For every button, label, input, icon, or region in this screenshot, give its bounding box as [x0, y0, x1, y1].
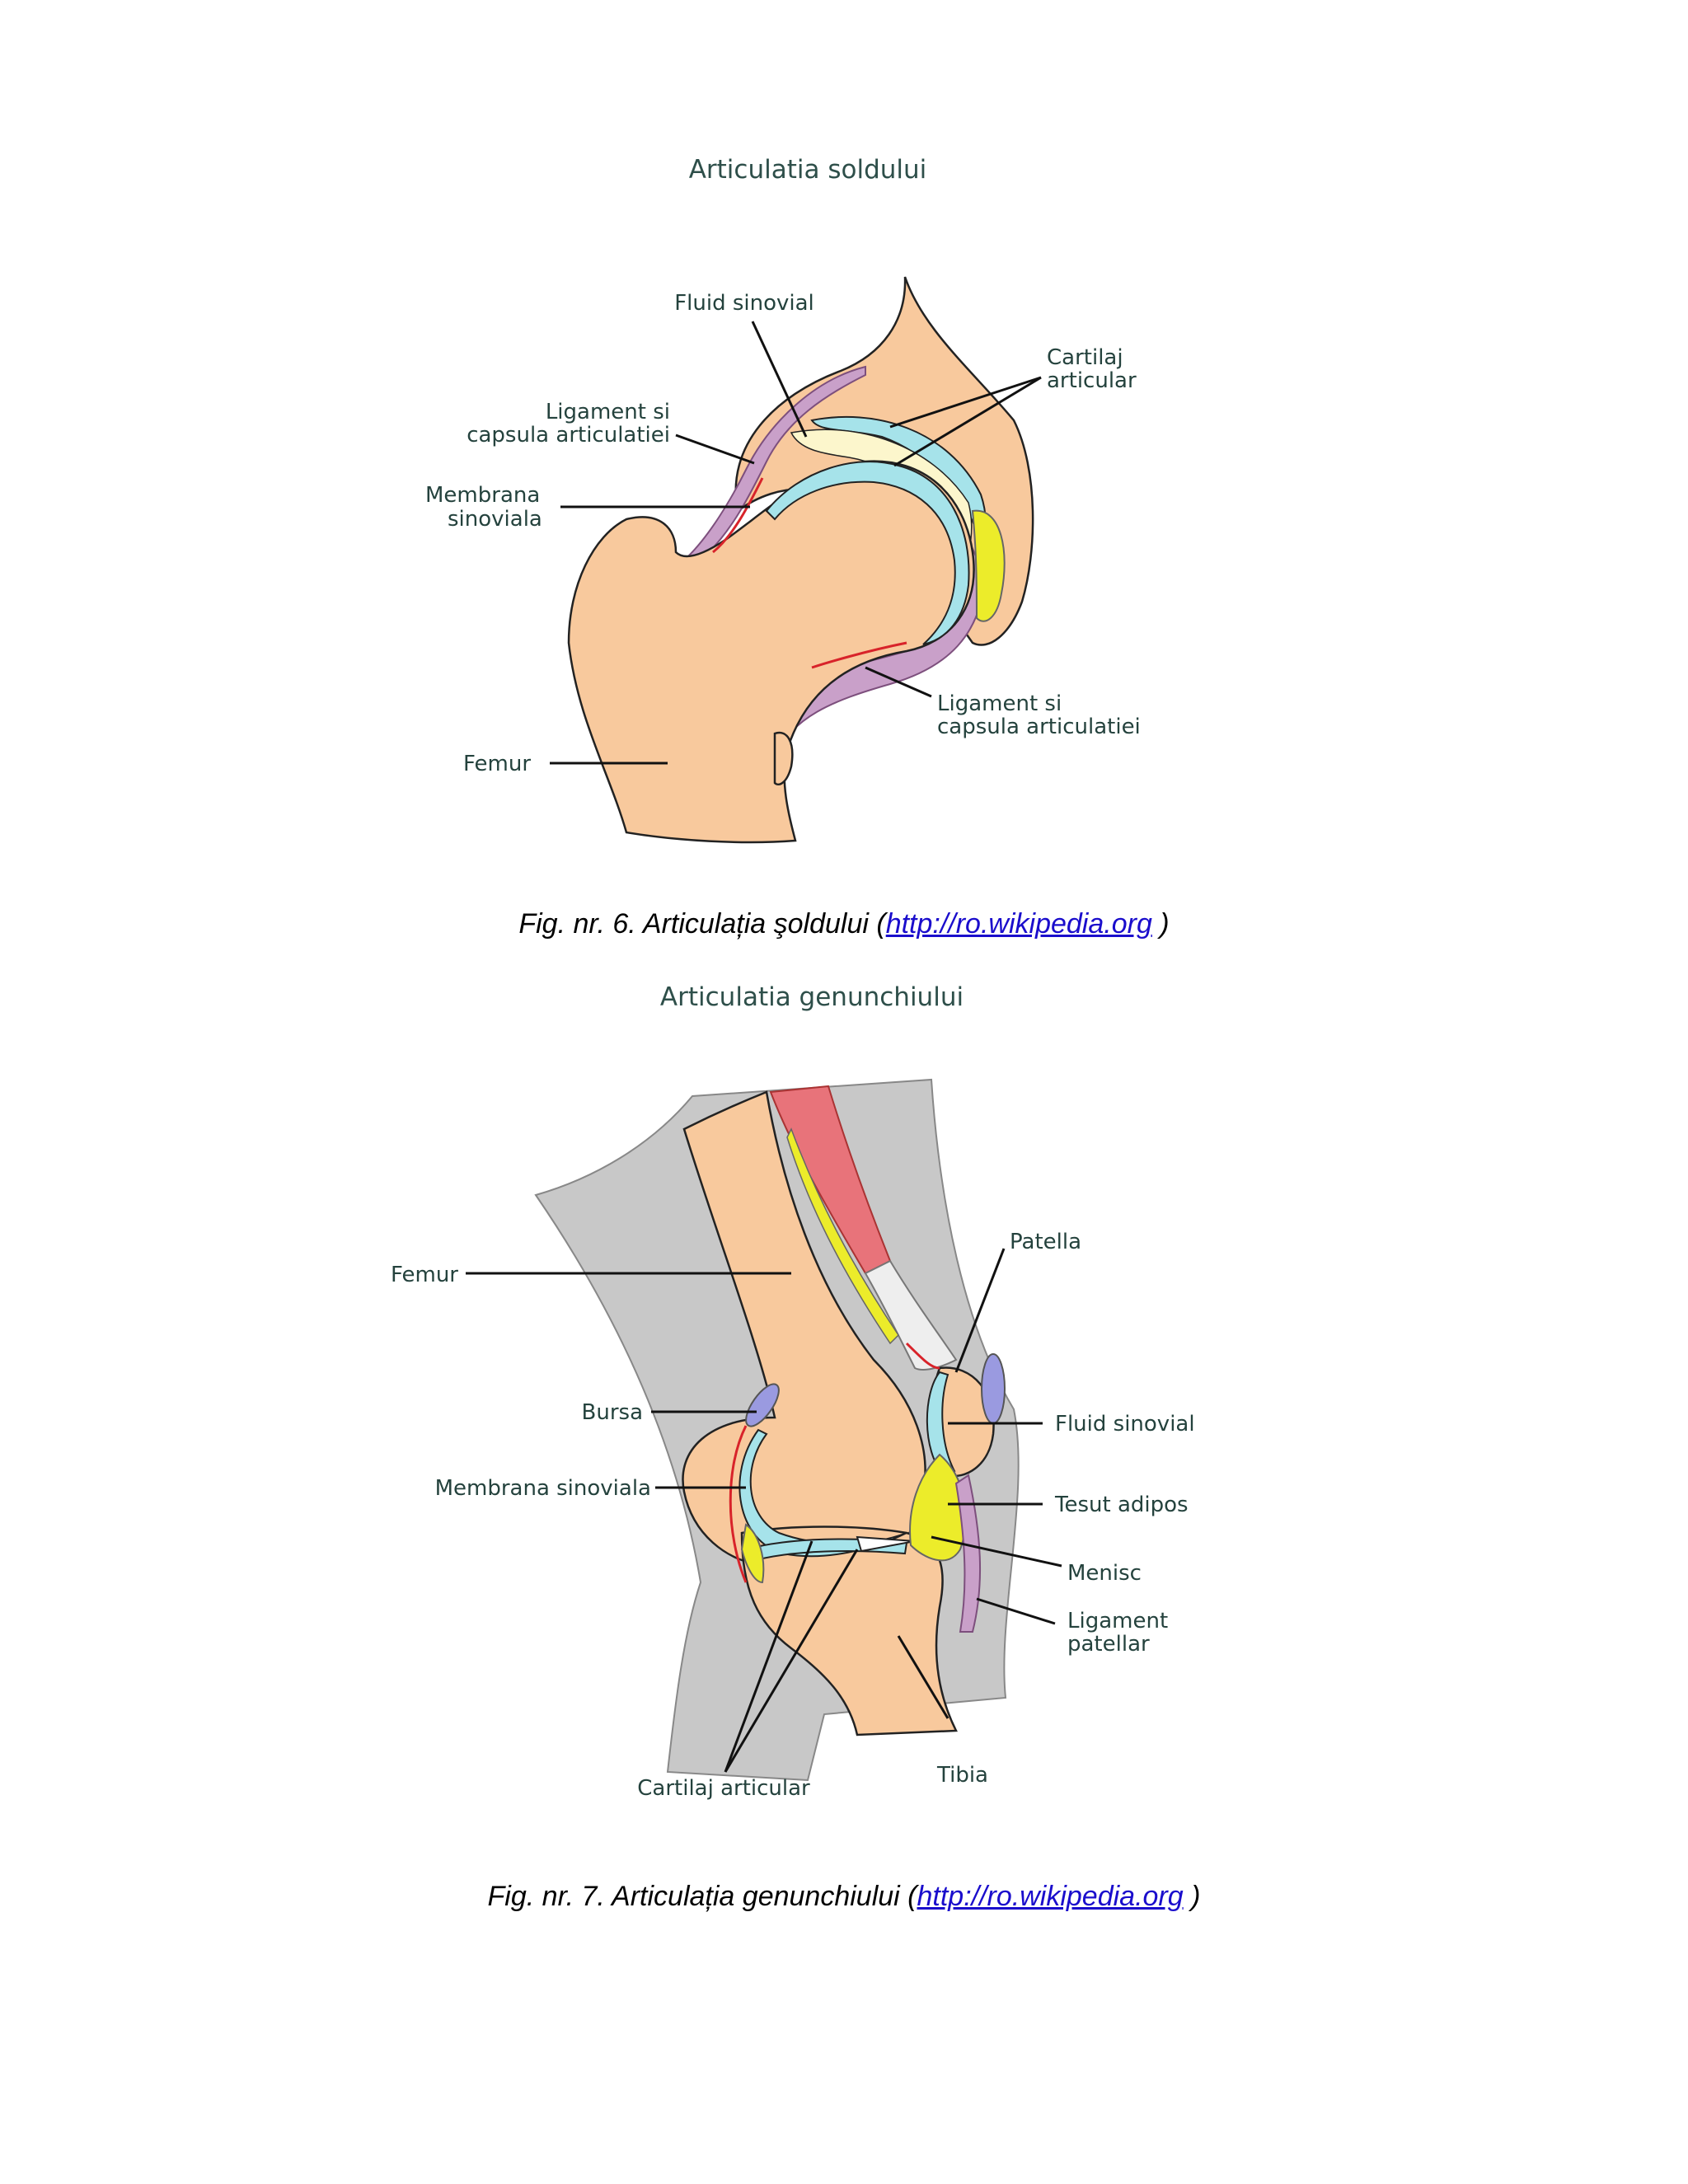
hip-label-membrane-1: Membrana: [425, 483, 540, 508]
knee-posterior-bursa: [745, 1383, 780, 1427]
figure-7-link[interactable]: http://ro.wikipedia.org: [917, 1881, 1184, 1912]
knee-posterior-fat-pad: [740, 1523, 765, 1584]
knee-label-bursa: Bursa: [582, 1400, 643, 1425]
hip-label-ligament-top-1: Ligament si: [546, 400, 670, 424]
knee-leader-ligament: [976, 1597, 1056, 1625]
knee-figure: Articulatia genunchiului: [0, 956, 1688, 1830]
knee-label-tibia: Tibia: [936, 1763, 988, 1788]
knee-leader-cartilage-1: [724, 1540, 814, 1773]
knee-label-membrane: Membrana sinoviala: [435, 1476, 651, 1501]
knee-label-femur: Femur: [391, 1263, 458, 1287]
hip-label-ligament-bottom-2: capsula articulatiei: [937, 715, 1141, 739]
hip-leader-fluid: [751, 321, 808, 438]
knee-label-meniscus: Menisc: [1067, 1561, 1142, 1586]
knee-tibia: [740, 1526, 958, 1736]
hip-label-femur: Femur: [463, 752, 531, 776]
hip-lesser-trochanter: [773, 731, 794, 786]
hip-label-cartilage-1: Cartilaj: [1047, 345, 1123, 370]
hip-label-ligament-top-2: capsula articulatiei: [467, 423, 670, 448]
knee-leader-meniscus: [931, 1535, 1062, 1568]
knee-label-patella: Patella: [1010, 1230, 1081, 1254]
hip-diagram: Articulatia soldului Fluid sinovial Cart…: [425, 155, 1141, 844]
hip-label-membrane-2: sinoviala: [448, 507, 542, 532]
hip-label-ligament-bottom-1: Ligament si: [937, 691, 1062, 716]
figure-7-caption: Fig. nr. 7. Articulația genunchiului (ht…: [0, 1881, 1688, 1913]
knee-femoral-cartilage: [738, 1428, 907, 1558]
knee-leader-tibia: [897, 1635, 950, 1719]
hip-diagram-title: Articulatia soldului: [689, 155, 927, 185]
knee-meniscus: [856, 1535, 916, 1553]
figure-6-link[interactable]: http://ro.wikipedia.org: [885, 908, 1152, 940]
figure-6-caption-end: ): [1151, 908, 1170, 940]
knee-leader-cartilage-2: [724, 1549, 859, 1773]
knee-label-fat: Tesut adipos: [1054, 1493, 1189, 1517]
figure-7-caption-text: Fig. nr. 7. Articulația genunchiului (: [487, 1881, 917, 1912]
knee-label-ligament-1: Ligament: [1067, 1609, 1168, 1633]
hip-fat-pad: [971, 509, 1006, 622]
knee-label-ligament-2: patellar: [1067, 1632, 1150, 1657]
knee-label-cartilage: Cartilaj articular: [637, 1776, 810, 1801]
knee-leader-patella: [954, 1248, 1006, 1373]
knee-synovial-membrane: [729, 1342, 940, 1583]
knee-label-fluid: Fluid sinovial: [1055, 1412, 1195, 1436]
knee-fat-strip: [786, 1127, 899, 1345]
hip-leader-cartilage-1: [893, 376, 1042, 467]
hip-leader-ligament-top: [675, 434, 755, 465]
figure-6-caption: Fig. nr. 6. Articulația şoldului (http:/…: [0, 908, 1688, 940]
knee-diagram-title: Articulatia genunchiului: [660, 982, 964, 1012]
figure-6-caption-text: Fig. nr. 6. Articulația şoldului (: [518, 908, 886, 940]
knee-diagram: Articulatia genunchiului: [391, 982, 1195, 1801]
knee-patellar-ligament: [954, 1474, 982, 1633]
hip-leader-ligament-bottom: [865, 666, 932, 698]
hip-leader-cartilage-2: [889, 376, 1042, 429]
figure-7-caption-end: ): [1183, 1881, 1201, 1912]
hip-figure: Articulatia soldului Fluid sinovial Cart…: [0, 124, 1688, 865]
hip-label-cartilage-2: articular: [1047, 368, 1137, 393]
knee-patella-bursa: [981, 1353, 1006, 1424]
hip-label-fluid: Fluid sinovial: [674, 291, 814, 316]
hip-synovial-membrane: [712, 477, 907, 669]
